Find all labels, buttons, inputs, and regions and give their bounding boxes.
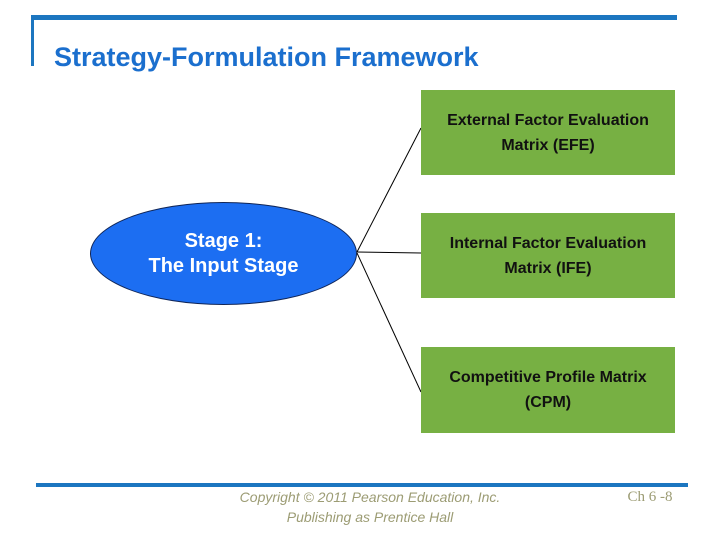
ife-matrix-box: Internal Factor Evaluation Matrix (IFE) [421,213,675,298]
stage1-input-stage-ellipse: Stage 1: The Input Stage [90,202,357,305]
efe-matrix-box: External Factor Evaluation Matrix (EFE) [421,90,675,175]
connector-to-efe [356,127,422,253]
footer-rule [36,483,688,487]
page-title: Strategy-Formulation Framework [54,42,479,72]
connector-to-ife [356,251,422,254]
efe-matrix-label: External Factor Evaluation Matrix (EFE) [447,111,649,154]
left-corner-rule [31,15,34,66]
footer-copyright: Copyright © 2011 Pearson Education, Inc.… [239,489,501,525]
cpm-matrix-label: Competitive Profile Matrix (CPM) [449,369,647,411]
cpm-matrix-box: Competitive Profile Matrix (CPM) [421,347,675,433]
ife-matrix-label: Internal Factor Evaluation Matrix (IFE) [449,234,647,277]
footer-chapter-number: Ch 6 -8 [627,489,673,505]
top-rule [31,15,677,20]
stage1-input-stage-label: Stage 1: The Input Stage [148,229,299,277]
connector-to-cpm [356,252,422,393]
